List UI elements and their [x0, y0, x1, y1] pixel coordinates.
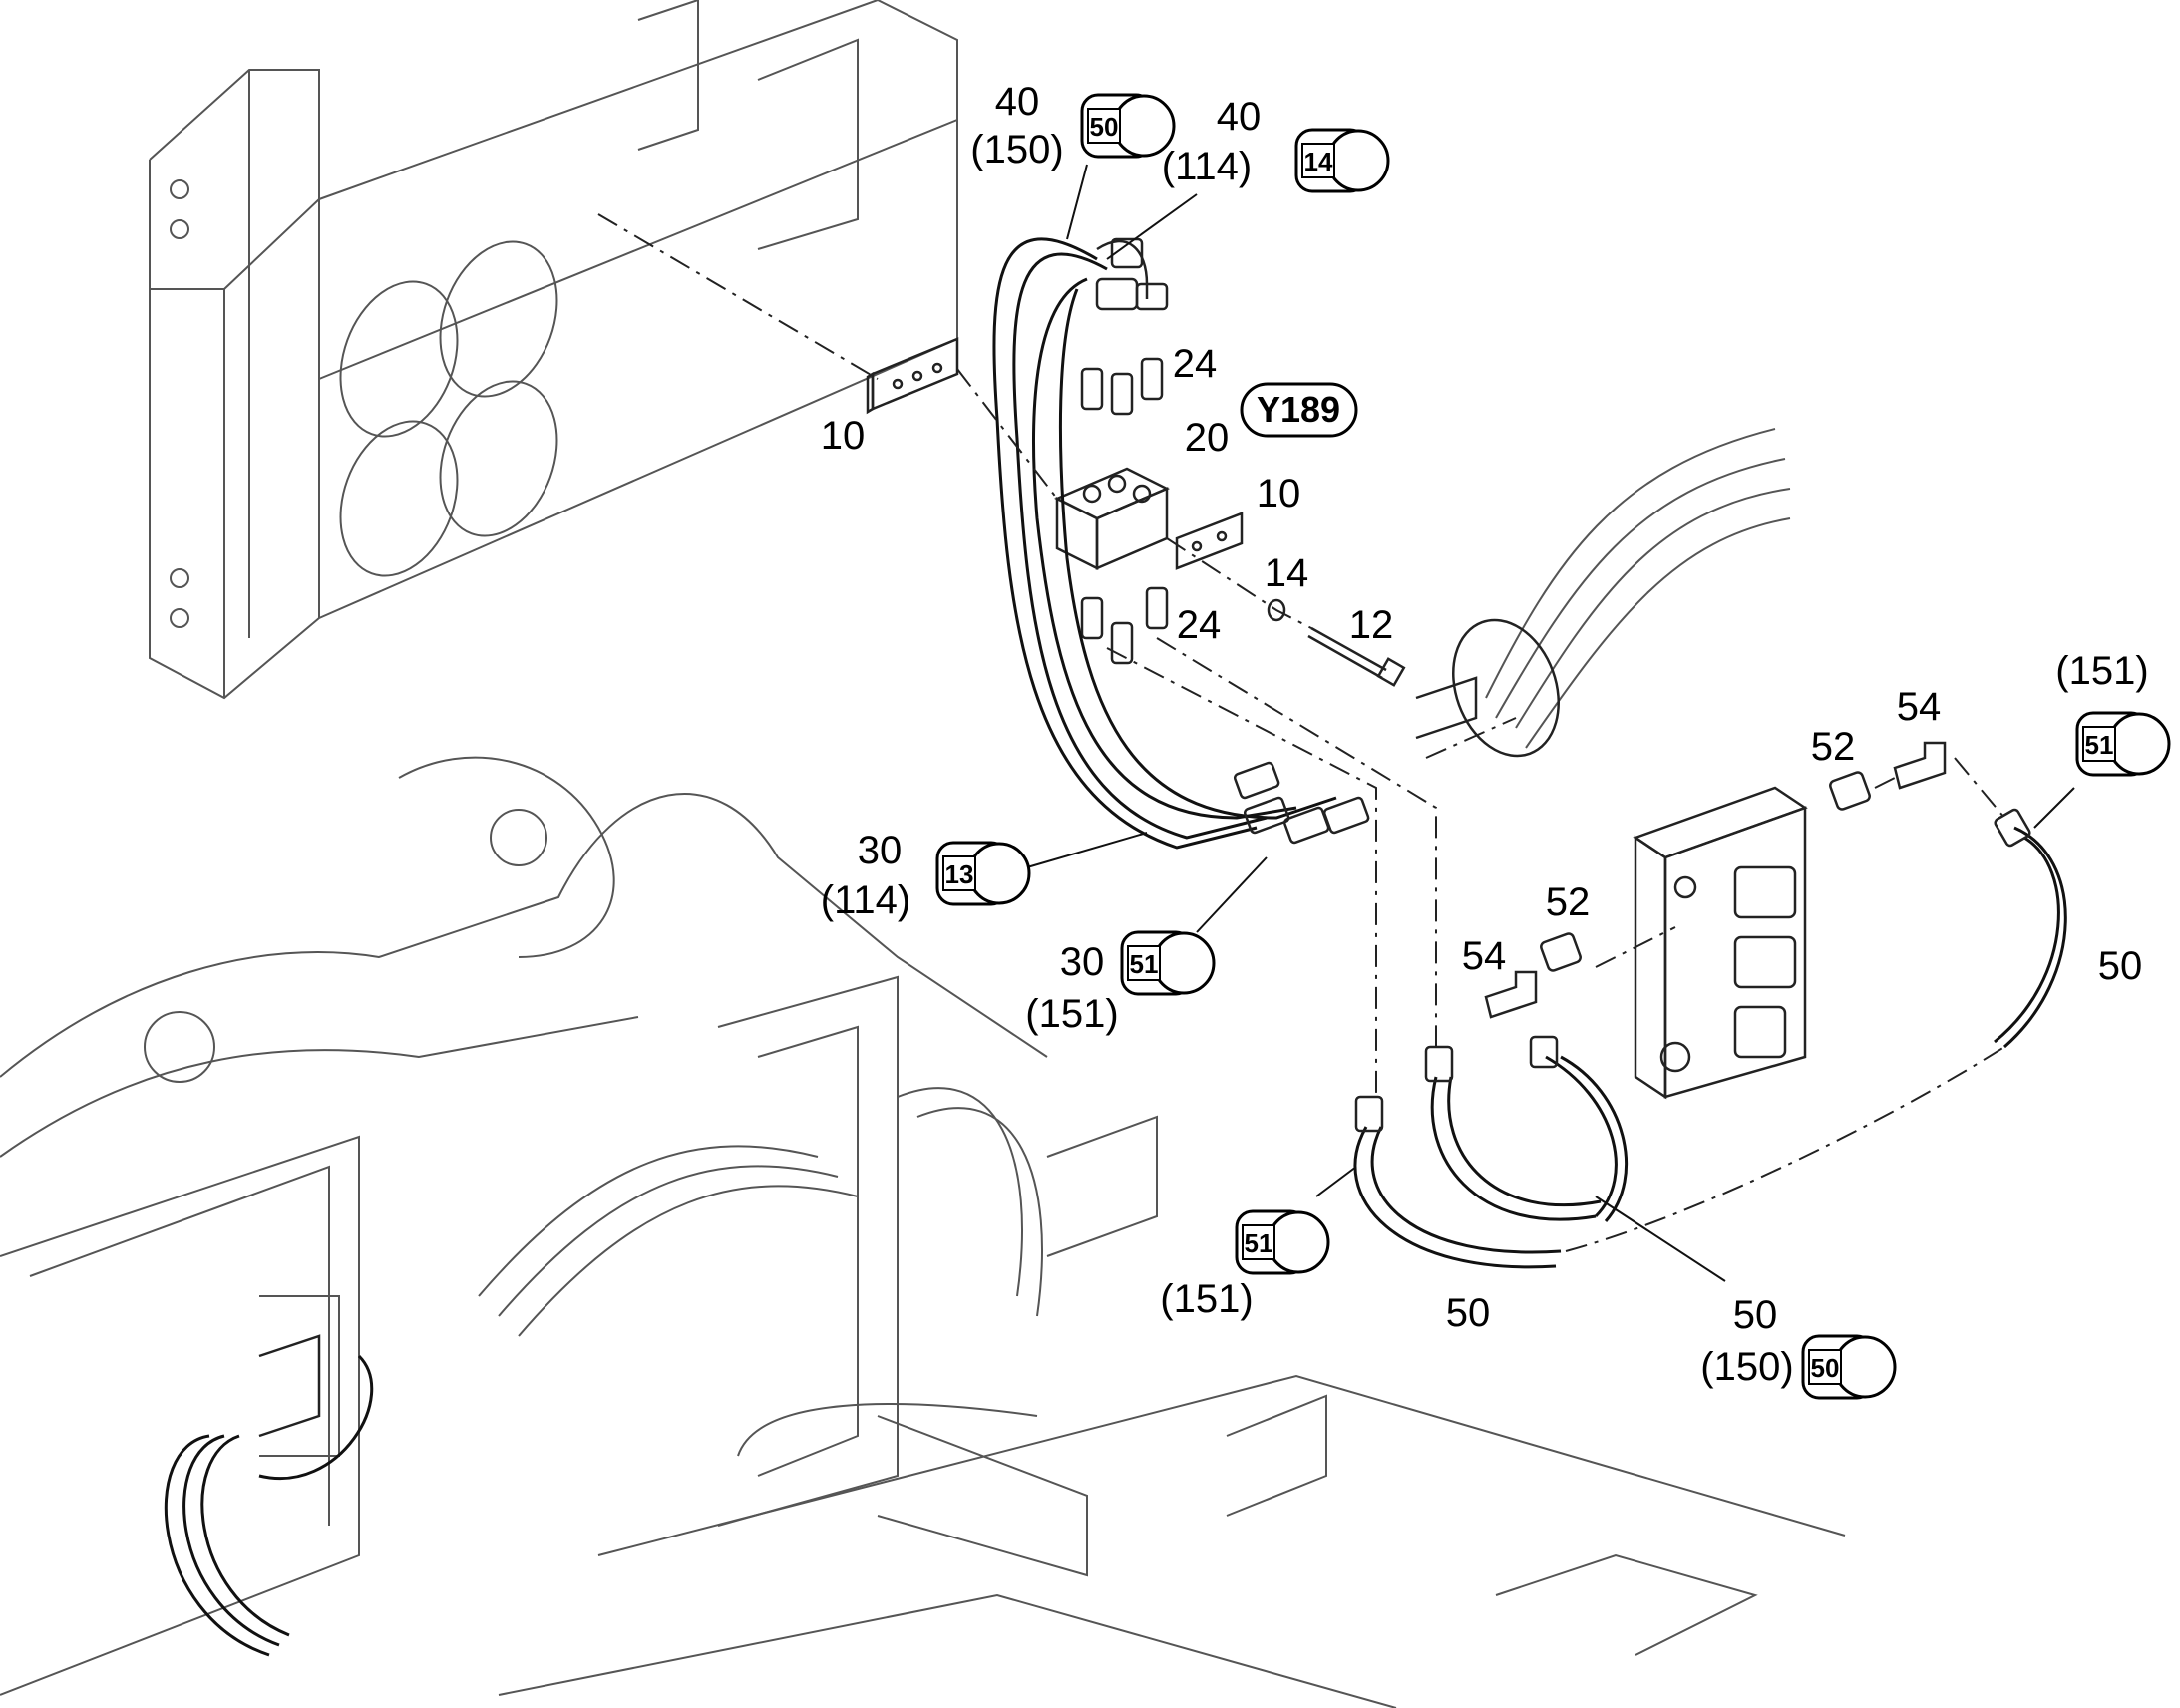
callout-50: 50 [2098, 944, 2143, 988]
callout-20: 20 [1185, 416, 1230, 460]
cylinder-tag-50: 50 [1080, 93, 1176, 159]
alignment-lines [597, 213, 2005, 1252]
callout-30: 30 [1060, 940, 1105, 984]
cylinder-tag-51: 51 [2075, 711, 2171, 777]
callout-40: 40 [1217, 95, 1262, 139]
svg-text:50: 50 [1811, 1353, 1840, 1383]
callout-10: 10 [821, 414, 866, 458]
callout-40: 40 [995, 80, 1040, 124]
svg-text:13: 13 [945, 859, 974, 889]
cylinder-tag-51: 51 [1120, 930, 1216, 996]
svg-text:51: 51 [1245, 1228, 1273, 1258]
elbow-fittings-40 [1095, 237, 1169, 311]
leader-lines [1026, 164, 2075, 1282]
cylinder-tag-51: 51 [1235, 1209, 1330, 1275]
callout-54: 54 [1462, 934, 1507, 978]
callout-24: 24 [1173, 342, 1218, 386]
bolt-12 [1307, 626, 1406, 687]
cylinder-tag-14: 14 [1294, 128, 1390, 193]
cylinder-tag-13: 13 [935, 841, 1031, 906]
callout-52: 52 [1546, 880, 1591, 924]
hoses-30-40 [992, 237, 1370, 850]
callout-54: 54 [1897, 685, 1942, 729]
reference-tag-text: Y189 [1257, 389, 1340, 430]
cylinder-tag-50: 50 [1801, 1334, 1897, 1400]
callout-sub-151: (151) [2055, 649, 2148, 693]
callout-sub-114: (114) [1162, 145, 1252, 188]
solenoid-valve-block [1633, 786, 1808, 1100]
bracket-10-lower [1175, 512, 1244, 570]
callout-sub-151: (151) [1025, 992, 1118, 1036]
callout-10: 10 [1257, 472, 1301, 515]
callout-labels: 40 (150) 40 (114) 24 10 20 10 14 12 24 3… [821, 80, 2149, 1389]
svg-text:51: 51 [1130, 949, 1159, 979]
callout-sub-150: (150) [970, 128, 1063, 171]
reference-tag-y189: Y189 [1240, 382, 1358, 438]
callout-52: 52 [1811, 725, 1856, 769]
cylinder-tags: 50 14 13 51 51 [935, 93, 2171, 1400]
hoses-50 [1353, 808, 2067, 1269]
svg-text:14: 14 [1304, 147, 1333, 176]
mounting-plate-frame [149, 0, 958, 700]
callout-sub-151: (151) [1160, 1277, 1253, 1321]
fittings-52 [1540, 771, 1871, 972]
callout-30: 30 [858, 829, 903, 872]
bracket-10-upper [866, 337, 959, 415]
fittings-24 [1080, 357, 1169, 665]
callout-12: 12 [1349, 603, 1394, 647]
callout-sub-114: (114) [821, 878, 910, 922]
callout-50: 50 [1446, 1291, 1491, 1335]
distribution-block-20 [1054, 467, 1170, 571]
callout-24: 24 [1177, 603, 1222, 647]
callout-50: 50 [1733, 1293, 1778, 1337]
fittings-54 [1484, 741, 1947, 1019]
callout-sub-150: (150) [1700, 1345, 1793, 1389]
chassis-assembly [0, 756, 1846, 1708]
washer-14 [1267, 598, 1286, 622]
cable-bundle [1415, 428, 1791, 758]
svg-text:51: 51 [2085, 730, 2114, 760]
callout-14: 14 [1265, 551, 1309, 595]
svg-text:50: 50 [1090, 112, 1119, 142]
